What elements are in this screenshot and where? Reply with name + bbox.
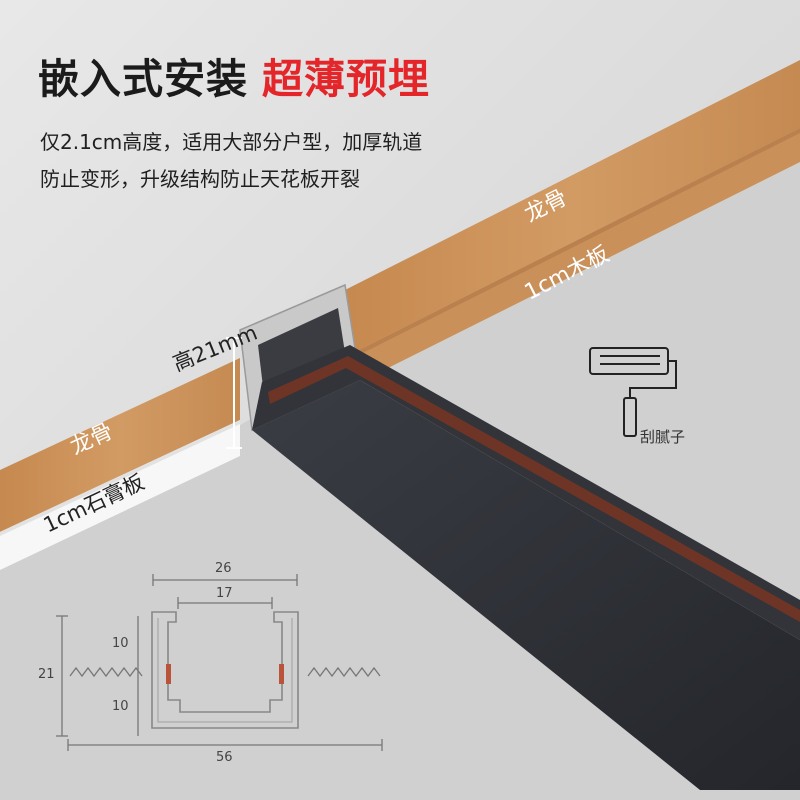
label-tool: 刮腻子 [640,428,686,446]
dim-height-lower: 10 [112,699,129,714]
putty-tool-icon [589,347,677,437]
dim-width-base: 56 [216,750,233,765]
cross-section-drawing [56,574,383,751]
keel-right [345,60,800,352]
conductor-right [279,664,284,684]
title-highlight: 超薄预埋 [262,55,430,103]
description-line-1: 仅2.1cm高度，适用大部分户型，加厚轨道 [40,130,423,154]
description: 仅2.1cm高度，适用大部分户型，加厚轨道 防止变形，升级结构防止天花板开裂 [40,124,422,198]
dim-height-upper: 10 [112,636,129,651]
dim-height-total: 21 [38,667,55,682]
track-body [252,380,800,790]
gypsum-board-left [0,420,240,570]
dim-width-outer: 26 [215,561,232,576]
wood-board-right [355,128,800,382]
dim-width-inner: 17 [216,586,233,601]
conductor-left [166,664,171,684]
keel-left [0,358,240,532]
height-dimension [226,337,242,449]
page-title: 嵌入式安装超薄预埋 [38,45,430,105]
title-main: 嵌入式安装 [38,55,248,103]
description-line-2: 防止变形，升级结构防止天花板开裂 [40,167,360,191]
